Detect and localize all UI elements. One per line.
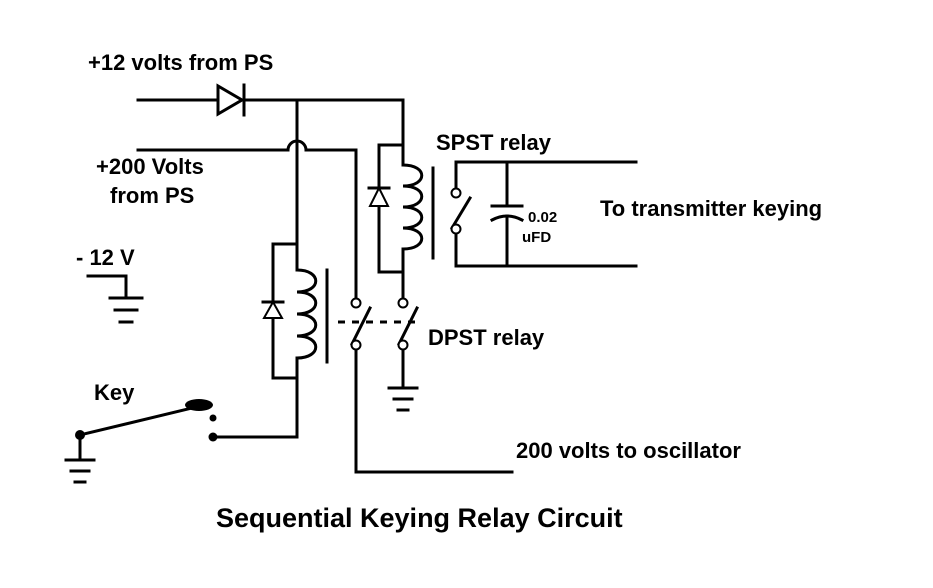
ground-icon [64,433,96,484]
label-plus200v-line2: from PS [110,183,194,208]
label-plus200v-line1: +200 Volts [96,154,204,179]
telegraph-key-icon [75,399,299,442]
label-plus12v: +12 volts from PS [88,50,273,75]
diagram-title: Sequential Keying Relay Circuit [216,503,623,533]
spst-relay-coil-icon [401,163,424,251]
label-minus12v: - 12 V [76,245,135,270]
spst-relay [367,98,638,300]
label-tx-keying: To transmitter keying [600,196,822,221]
supply-diode-icon [216,83,246,117]
capacitor-icon [489,160,525,268]
dpst-contact-2 [396,297,420,387]
dpst-relay-coil-icon [295,268,318,360]
ground-icon [387,386,419,412]
dpst-diode-icon [261,299,285,319]
dpst-relay [261,242,514,474]
label-oscillator: 200 volts to oscillator [516,438,741,463]
label-dpst-relay: DPST relay [428,325,545,350]
label-key: Key [94,380,135,405]
label-spst-relay: SPST relay [436,130,552,155]
label-cap-unit: uFD [522,229,551,246]
dpst-contact-1 [349,297,514,474]
spst-contact [449,160,638,268]
label-cap-value: 0.02 [528,209,557,226]
ground-icon [86,274,144,324]
spst-diode-icon [367,185,391,207]
